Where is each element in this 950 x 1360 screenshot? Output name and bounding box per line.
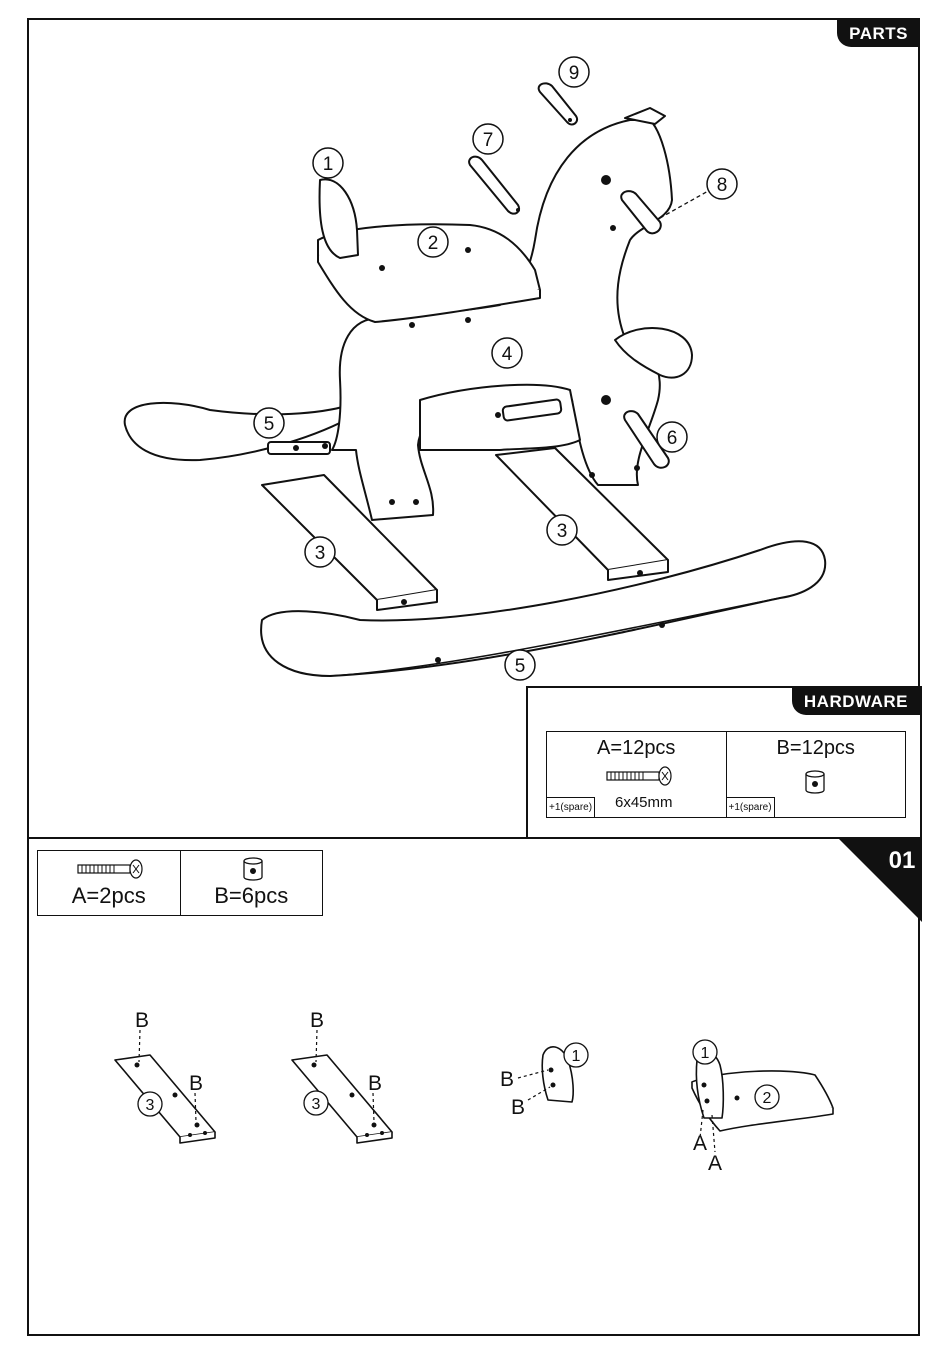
hardware-b-qty: B=12pcs	[727, 737, 906, 760]
screw-icon	[76, 859, 144, 879]
step-hardware-a: A=2pcs	[38, 851, 180, 915]
step-hardware-b: B=6pcs	[180, 851, 323, 915]
hardware-b-spare: +1(spare)	[727, 797, 775, 817]
step-01-labels: B B B B B B A A	[135, 1009, 722, 1175]
callout-8: 8	[717, 175, 728, 196]
callout-4: 4	[502, 344, 513, 365]
label-b: B	[189, 1072, 203, 1095]
label-a: A	[708, 1152, 722, 1175]
step-hardware-table: A=2pcs B=6pcs	[37, 850, 323, 916]
callout-1: 1	[323, 154, 334, 175]
label-a: A	[693, 1132, 707, 1155]
callout-3-right: 3	[557, 521, 568, 542]
callout-6: 6	[667, 428, 678, 449]
dowel-7	[469, 157, 519, 214]
footboard-right	[496, 448, 668, 570]
dowel-9	[539, 83, 577, 124]
callout-5-front: 5	[515, 656, 526, 677]
step-badge: 01	[838, 838, 922, 922]
parts-diagram: 1 2 3 3 4 5 5 6 7 8 9	[0, 0, 950, 690]
step-callout-3b: 3	[312, 1096, 321, 1113]
screw-icon	[605, 766, 673, 786]
hardware-a-spare: +1(spare)	[547, 797, 595, 817]
callout-5-back: 5	[264, 414, 275, 435]
label-b: B	[368, 1072, 382, 1095]
callout-2: 2	[428, 233, 439, 254]
step-callout-1b: 1	[701, 1045, 710, 1062]
callout-3-left: 3	[315, 543, 326, 564]
step-hardware-b-qty: B=6pcs	[181, 883, 323, 909]
hardware-tab: HARDWARE	[792, 688, 920, 715]
hardware-item-a: A=12pcs +1(spare) 6x45mm	[547, 732, 726, 817]
label-b: B	[135, 1009, 149, 1032]
barrel-nut-icon	[241, 856, 265, 882]
hardware-a-size: 6x45mm	[615, 794, 673, 811]
callout-9: 9	[569, 63, 580, 84]
callout-7: 7	[483, 130, 494, 151]
step-hardware-a-qty: A=2pcs	[38, 883, 180, 909]
step-number: 01	[889, 847, 916, 874]
step-callout-1a: 1	[572, 1048, 581, 1065]
step-01-callouts: 3 3 1 1 2	[138, 1040, 779, 1116]
hardware-table: A=12pcs +1(spare) 6x45mm B=12pcs +1(spar…	[546, 731, 906, 818]
label-b: B	[310, 1009, 324, 1032]
label-b: B	[511, 1096, 525, 1119]
hardware-a-qty: A=12pcs	[547, 737, 726, 760]
step-callout-2: 2	[763, 1090, 772, 1107]
step-01-diagram: B B B B B B A A 3 3 1 1 2	[0, 990, 950, 1190]
hardware-item-b: B=12pcs +1(spare)	[726, 732, 906, 817]
step-footboard-a	[115, 1055, 215, 1137]
barrel-nut-icon	[803, 769, 827, 795]
label-b: B	[500, 1068, 514, 1091]
step-callout-3a: 3	[146, 1097, 155, 1114]
